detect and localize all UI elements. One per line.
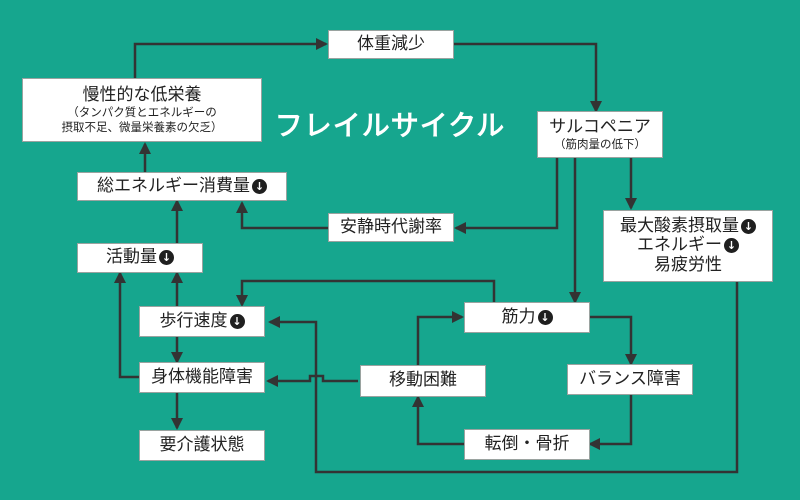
node-max-oxygen-uptake: 最大酸素摂取量 ↓ エネルギー ↓ 易疲労性 xyxy=(603,210,773,282)
node-sarcopenia-sub: （筋肉量の低下） xyxy=(554,137,646,152)
node-malnutrition: 慢性的な低栄養 （タンパク質とエネルギーの 摂取不足、微量栄養素の欠乏） xyxy=(22,78,262,142)
node-malnutrition-label: 慢性的な低栄養 xyxy=(82,84,202,105)
node-energy-label: エネルギー xyxy=(637,235,722,256)
down-arrow-circle-icon: ↓ xyxy=(229,313,245,329)
down-arrow-circle-icon: ↓ xyxy=(252,178,267,194)
node-total-energy-expenditure: 総エネルギー消費量 ↓ xyxy=(77,172,287,201)
node-mobility-difficulty-label: 移動困難 xyxy=(389,370,457,391)
node-walking-speed-label: 歩行速度 xyxy=(159,310,228,331)
node-activity-label: 活動量 xyxy=(106,247,157,268)
node-activity-level: 活動量 ↓ xyxy=(77,243,203,273)
node-balance-disorder-label: バランス障害 xyxy=(579,368,681,389)
node-fatigue-label: 易疲労性 xyxy=(654,254,722,275)
node-falls-fractures: 転倒・骨折 xyxy=(464,429,590,460)
node-total-energy-label: 総エネルギー消費量 xyxy=(97,175,250,196)
down-arrow-circle-icon: ↓ xyxy=(537,309,553,325)
node-malnutrition-sub1: （タンパク質とエネルギーの xyxy=(67,105,217,120)
down-arrow-circle-icon: ↓ xyxy=(741,218,756,234)
node-resting-metabolic-label: 安静時代謝率 xyxy=(340,216,442,237)
node-muscle-strength-label: 筋力 xyxy=(501,306,536,327)
node-weight-loss-label: 体重減少 xyxy=(357,33,425,54)
node-muscle-strength: 筋力 ↓ xyxy=(464,302,590,333)
node-physical-dysfunction: 身体機能障害 xyxy=(139,362,265,393)
node-care-needed-label: 要介護状態 xyxy=(159,434,245,455)
node-sarcopenia-label: サルコペニア xyxy=(549,116,651,137)
node-resting-metabolic-rate: 安静時代謝率 xyxy=(328,213,454,242)
down-arrow-circle-icon: ↓ xyxy=(159,250,174,266)
node-mobility-difficulty: 移動困難 xyxy=(360,365,486,397)
node-weight-loss: 体重減少 xyxy=(328,30,454,59)
node-malnutrition-sub2: 摂取不足、微量栄養素の欠乏） xyxy=(61,119,223,134)
node-physical-dysfunction-label: 身体機能障害 xyxy=(151,366,253,387)
down-arrow-circle-icon: ↓ xyxy=(724,238,739,254)
node-care-needed: 要介護状態 xyxy=(139,430,265,461)
diagram-title: フレイルサイクル xyxy=(274,109,506,142)
node-max-oxygen-label: 最大酸素摂取量 xyxy=(620,215,739,236)
node-sarcopenia: サルコペニア （筋肉量の低下） xyxy=(537,111,663,158)
node-balance-disorder: バランス障害 xyxy=(567,364,693,395)
node-falls-fractures-label: 転倒・骨折 xyxy=(484,433,570,454)
node-walking-speed: 歩行速度 ↓ xyxy=(139,306,265,337)
